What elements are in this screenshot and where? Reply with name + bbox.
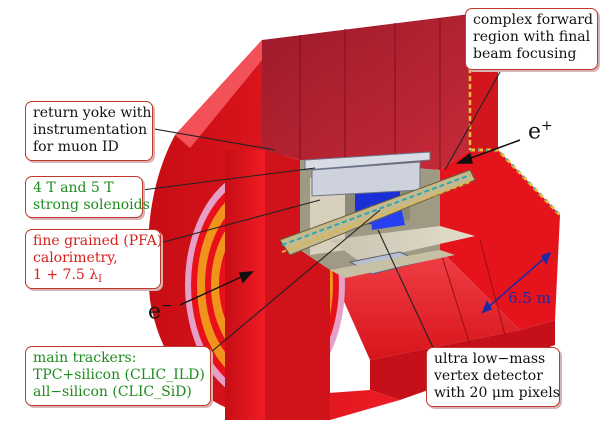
- vertex-line-3: with 20 μm pixels: [434, 385, 560, 401]
- solenoids-line-1: 4 T and 5 T: [33, 180, 114, 196]
- yoke-line-1: return yoke with: [33, 105, 152, 121]
- trackers-line-1: main trackers:: [33, 350, 137, 366]
- detector-interior: [279, 151, 476, 278]
- pointer-lines: [119, 71, 501, 354]
- calorimetry-line-3: 1 + 7.5 λI: [33, 267, 153, 288]
- positron-charge: +: [541, 118, 553, 134]
- yoke-line-3: for muon ID: [33, 139, 119, 155]
- label-return-yoke: return yoke with instrumentation for muo…: [25, 101, 153, 161]
- dimension-arrow: [481, 251, 552, 314]
- vertex-line-1: ultra low−mass: [434, 351, 546, 367]
- electron-symbol: e: [148, 299, 162, 325]
- forward-line-1: complex forward: [473, 12, 593, 28]
- calorimetry-lambda-subscript: I: [98, 274, 103, 285]
- return-yoke-front-shell: [147, 40, 400, 420]
- return-yoke-back-wall: [262, 14, 470, 170]
- cut-edge-trim: [468, 20, 562, 217]
- calorimetry-lambda-text: 1 + 7.5 λ: [33, 267, 99, 283]
- forward-line-3: beam focusing: [473, 46, 577, 62]
- label-calorimetry: fine grained (PFA) calorimetry, 1 + 7.5 …: [25, 229, 163, 289]
- calorimetry-line-1: fine grained (PFA): [33, 233, 163, 249]
- label-vertex-detector: ultra low−mass vertex detector with 20 μ…: [426, 347, 560, 407]
- yoke-line-2: instrumentation: [33, 122, 148, 138]
- beam-arrows: [179, 139, 521, 306]
- forward-line-2: region with final: [473, 29, 591, 45]
- label-forward-region: complex forward region with final beam f…: [465, 8, 598, 70]
- trackers-line-3: all−silicon (CLIC_SiD): [33, 384, 192, 400]
- solenoids-line-2: strong solenoids: [33, 197, 150, 213]
- positron-label: e+: [528, 118, 553, 144]
- electron-label: e−: [148, 298, 173, 324]
- positron-symbol: e: [528, 119, 542, 145]
- label-solenoids: 4 T and 5 T strong solenoids: [25, 176, 150, 218]
- vertex-line-2: vertex detector: [434, 368, 543, 384]
- trackers-line-2: TPC+silicon (CLIC_ILD): [33, 367, 205, 383]
- electron-charge: −: [161, 298, 173, 314]
- dimension-label: 6.5 m: [508, 289, 551, 307]
- label-main-trackers: main trackers: TPC+silicon (CLIC_ILD) al…: [25, 346, 211, 406]
- calorimetry-line-2: calorimetry,: [33, 250, 118, 266]
